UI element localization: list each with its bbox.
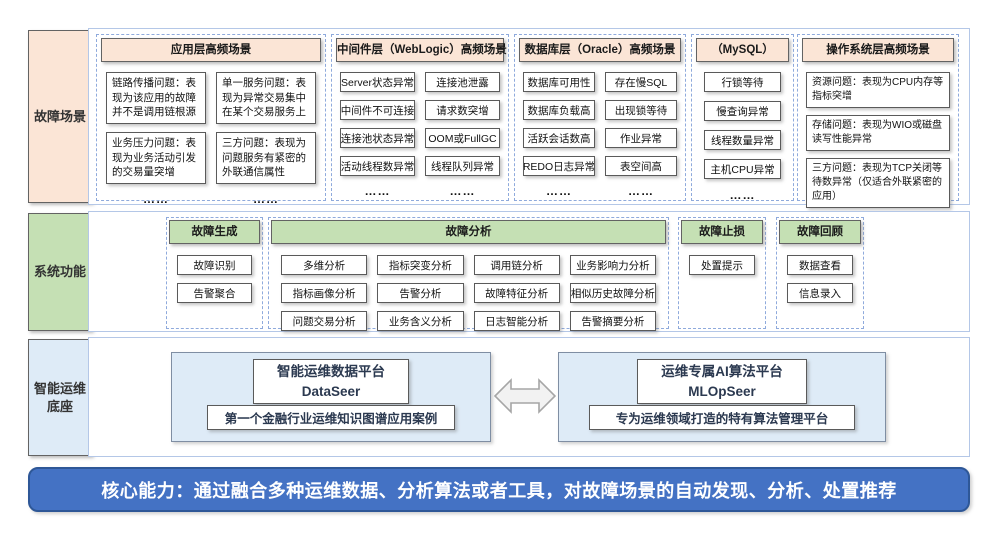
- function-section-3: 故障止损处置提示: [678, 217, 766, 329]
- ai-platform-block: 运维专属AI算法平台 MLOpSeer 专为运维领域打造的特有算法管理平台: [558, 352, 886, 442]
- scenario-item: REDO日志异常: [523, 156, 595, 176]
- double-arrow-icon: [493, 374, 557, 418]
- scenario-item: 行锁等待: [704, 72, 781, 92]
- function-item: 告警摘要分析: [569, 311, 656, 331]
- ai-platform-title: 运维专属AI算法平台 MLOpSeer: [637, 359, 807, 404]
- scenario-item: OOM或FullGC: [425, 128, 500, 148]
- function-item: 多维分析: [281, 255, 368, 275]
- function-item: 故障特征分析: [473, 283, 560, 303]
- ai-platform-name: 运维专属AI算法平台: [661, 363, 783, 379]
- function-item: 告警分析: [377, 283, 464, 303]
- scenario-item: 主机CPU异常: [704, 159, 781, 179]
- function-section-title: 故障止损: [681, 220, 763, 244]
- scenario-section-2: 中间件层（WebLogic）高频场景 Server状态异常连接池泄露中间件不可连接…: [331, 34, 509, 201]
- function-item: 业务含义分析: [377, 311, 464, 331]
- system-functions-row: 故障生成故障识别告警聚合故障分析多维分析指标突变分析调用链分析业务影响力分析指标…: [88, 211, 970, 332]
- function-section-title: 故障生成: [169, 220, 260, 244]
- scenario-item: 线程队列异常: [425, 156, 500, 176]
- fault-scenarios-row: 应用层高频场景链路传播问题：表现为该应用的故障并不是调用链根源单一服务问题：表现…: [88, 28, 970, 229]
- row-label-system-functions: 系统功能: [28, 213, 92, 331]
- function-item: 日志智能分析: [473, 311, 560, 331]
- scenario-item: 存储问题：表现为WIO或磁盘读写性能异常: [806, 115, 950, 151]
- scenario-section-body: 数据库可用性存在慢SQL 数据库负载高出现锁等待活跃会话数高作业异常 REDO日志异…: [515, 70, 685, 200]
- scenario-item: 资源问题：表现为CPU内存等指标突增: [806, 72, 950, 108]
- function-section-body: 处置提示: [679, 253, 765, 328]
- function-section-body: 故障识别告警聚合: [167, 253, 262, 328]
- function-item: 信息录入: [787, 283, 853, 303]
- function-section-title: 故障分析: [271, 220, 666, 244]
- ellipsis-text: ……: [628, 184, 654, 198]
- scenario-item: 表空间高: [605, 156, 677, 176]
- scenario-item: 存在慢SQL: [605, 72, 677, 92]
- scenario-section-body: 行锁等待慢查询异常线程数量异常主机CPU异常 ……: [692, 70, 793, 202]
- scenario-section-4: （MySQL） 行锁等待慢查询异常线程数量异常主机CPU异常 ……: [691, 34, 794, 202]
- scenario-item: 三方问题：表现为问题服务有紧密的外联通信属性: [216, 132, 316, 184]
- function-section-1: 故障生成故障识别告警聚合: [166, 217, 263, 329]
- function-item: 调用链分析: [473, 255, 560, 275]
- data-platform-title: 智能运维数据平台 DataSeer: [253, 359, 409, 404]
- scenario-section-body: 链路传播问题：表现为该应用的故障并不是调用链根源单一服务问题：表现为异常交易集中…: [97, 70, 325, 206]
- scenario-item: 中间件不可连接: [340, 100, 415, 120]
- scenario-item: 数据库可用性: [523, 72, 595, 92]
- scenario-item: 数据库负载高: [523, 100, 595, 120]
- function-section-body: 数据查看信息录入: [777, 253, 863, 328]
- ellipsis-text: ……: [364, 184, 391, 198]
- function-section-2: 故障分析多维分析指标突变分析调用链分析业务影响力分析指标画像分析告警分析故障特征…: [268, 217, 669, 331]
- scenario-item: 出现锁等待: [605, 100, 677, 120]
- scenario-section-5: 操作系统层高频场景资源问题：表现为CPU内存等指标突增存储问题：表现为WIO或磁…: [797, 34, 959, 229]
- scenario-item: 请求数突增: [425, 100, 500, 120]
- ai-platform-code: MLOpSeer: [688, 383, 756, 399]
- ellipsis-text: ……: [546, 184, 572, 198]
- data-platform-code: DataSeer: [301, 383, 361, 399]
- row-label-aiops-base: 智能运维 底座: [28, 339, 92, 456]
- scenario-section-title: 数据库层（Oracle）高频场景: [519, 38, 681, 62]
- row-label-fault-scenarios: 故障场景: [28, 30, 92, 203]
- scenario-item: 线程数量异常: [704, 130, 781, 150]
- scenario-item: 单一服务问题：表现为异常交易集中在某个交易服务上: [216, 72, 316, 124]
- function-section-4: 故障回顾数据查看信息录入: [776, 217, 864, 329]
- data-platform-block: 智能运维数据平台 DataSeer 第一个金融行业运维知识图谱应用案例: [171, 352, 491, 442]
- function-item: 告警聚合: [177, 283, 252, 303]
- scenario-item: 连接池状态异常: [340, 128, 415, 148]
- function-section-title: 故障回顾: [779, 220, 861, 244]
- scenario-item: 链路传播问题：表现为该应用的故障并不是调用链根源: [106, 72, 206, 124]
- function-item: 指标画像分析: [281, 283, 368, 303]
- function-item: 处置提示: [689, 255, 755, 275]
- scenario-item: 连接池泄露: [425, 72, 500, 92]
- function-item: 故障识别: [177, 255, 252, 275]
- function-item: 指标突变分析: [377, 255, 464, 275]
- scenario-section-title: 操作系统层高频场景: [802, 38, 954, 62]
- function-item: 问题交易分析: [281, 311, 368, 331]
- data-platform-desc: 第一个金融行业运维知识图谱应用案例: [207, 405, 455, 430]
- ellipsis-text: ……: [143, 192, 169, 206]
- scenario-section-1: 应用层高频场景链路传播问题：表现为该应用的故障并不是调用链根源单一服务问题：表现…: [96, 34, 326, 206]
- scenario-section-body: 资源问题：表现为CPU内存等指标突增存储问题：表现为WIO或磁盘读写性能异常三方…: [798, 70, 958, 229]
- aiops-base-row: 智能运维数据平台 DataSeer 第一个金融行业运维知识图谱应用案例 运维专属…: [88, 337, 970, 457]
- scenario-section-3: 数据库层（Oracle）高频场景数据库可用性存在慢SQL 数据库负载高出现锁等待活…: [514, 34, 686, 201]
- data-platform-name: 智能运维数据平台: [277, 363, 385, 379]
- scenario-item: 业务压力问题：表现为业务活动引发的交易量突增: [106, 132, 206, 184]
- scenario-section-title: （MySQL）: [696, 38, 789, 62]
- function-item: 数据查看: [787, 255, 853, 275]
- scenario-item: Server状态异常: [340, 72, 415, 92]
- scenario-item: 作业异常: [605, 128, 677, 148]
- function-section-body: 多维分析指标突变分析调用链分析业务影响力分析指标画像分析告警分析故障特征分析相似…: [269, 253, 668, 331]
- ellipsis-text: ……: [449, 184, 476, 198]
- scenario-item: 活跃会话数高: [523, 128, 595, 148]
- ellipsis-text: ……: [253, 192, 279, 206]
- core-capability-banner: 核心能力：通过融合多种运维数据、分析算法或者工具，对故障场景的自动发现、分析、处…: [28, 467, 970, 512]
- scenario-item: 慢查询异常: [704, 101, 781, 121]
- scenario-item: 活动线程数异常: [340, 156, 415, 176]
- scenario-item: 三方问题：表现为TCP关闭等待数异常（仅适合外联紧密的应用）: [806, 158, 950, 208]
- scenario-section-title: 应用层高频场景: [101, 38, 321, 62]
- function-item: 相似历史故障分析: [569, 283, 656, 303]
- scenario-section-body: Server状态异常连接池泄露中间件不可连接请求数突增连接池状态异常 OOM或Fu…: [332, 70, 508, 200]
- function-item: 业务影响力分析: [569, 255, 656, 275]
- scenario-section-title: 中间件层（WebLogic）高频场景: [336, 38, 507, 62]
- ai-platform-desc: 专为运维领域打造的特有算法管理平台: [589, 405, 855, 430]
- ellipsis-text: ……: [729, 188, 756, 202]
